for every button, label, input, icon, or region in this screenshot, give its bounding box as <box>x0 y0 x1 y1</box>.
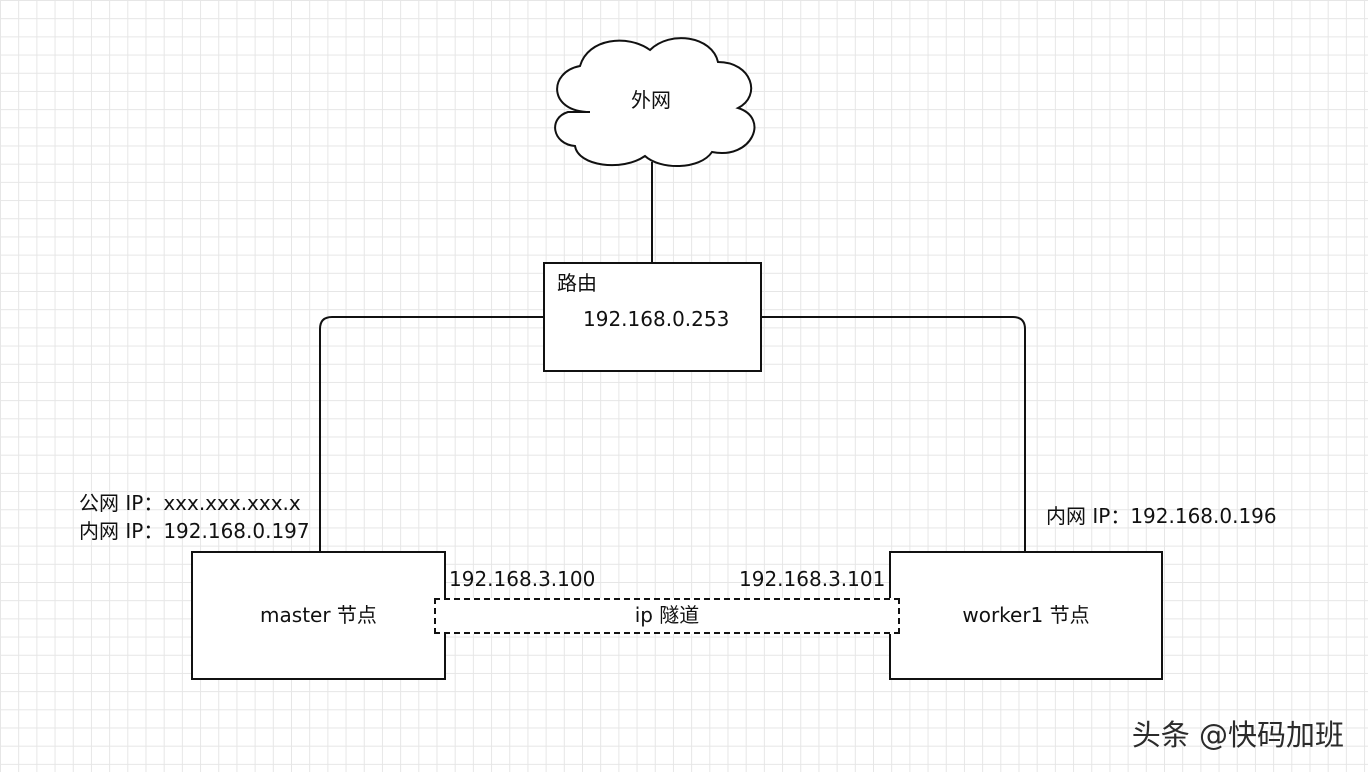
master-internal-ip: 内网 IP：192.168.0.197 <box>79 519 310 543</box>
watermark: 头条 @快码加班 <box>1131 718 1344 752</box>
router-master-link <box>319 316 543 551</box>
worker-tunnel-ip: 192.168.3.101 <box>739 567 886 591</box>
router-node <box>543 262 762 372</box>
worker-node <box>889 551 1163 680</box>
master-ip-info: 公网 IP：xxx.xxx.xxx.x 内网 IP：192.168.0.197 <box>79 489 310 545</box>
router-title: 路由 <box>557 271 597 295</box>
worker-internal-ip: 内网 IP：192.168.0.196 <box>1046 504 1277 528</box>
master-public-ip: 公网 IP：xxx.xxx.xxx.x <box>79 491 301 515</box>
worker-node-label: worker1 节点 <box>962 603 1090 627</box>
ip-tunnel-label: ip 隧道 <box>634 603 700 627</box>
router-worker-link <box>762 316 1026 551</box>
master-tunnel-ip: 192.168.3.100 <box>449 567 596 591</box>
ip-tunnel <box>434 598 900 634</box>
cloud-shape <box>554 37 756 167</box>
master-node-label: master 节点 <box>260 603 377 627</box>
router-ip: 192.168.0.253 <box>583 307 730 331</box>
cloud-label: 外网 <box>631 88 671 112</box>
